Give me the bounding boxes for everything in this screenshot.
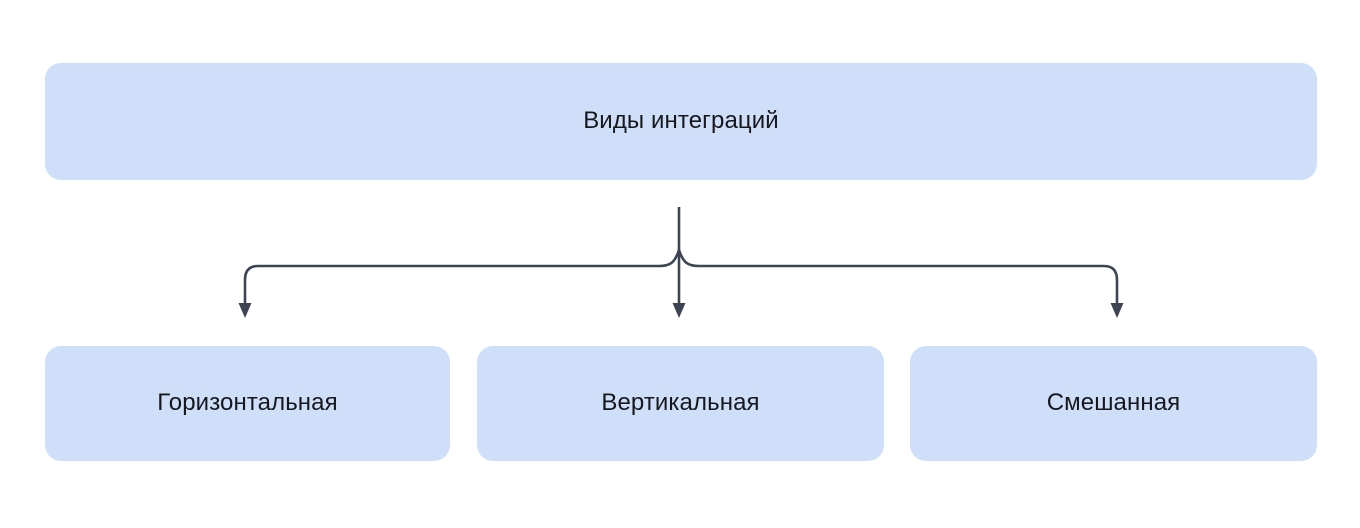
node-child-vertical[interactable]: Вертикальная bbox=[477, 346, 884, 461]
connector-branch-left bbox=[243, 249, 681, 304]
node-child-mixed[interactable]: Смешанная bbox=[910, 346, 1317, 461]
node-root-label: Виды интеграций bbox=[583, 107, 779, 135]
node-child-vertical-label: Вертикальная bbox=[601, 389, 760, 417]
node-child-horizontal[interactable]: Горизонтальная bbox=[45, 346, 450, 461]
node-child-horizontal-label: Горизонтальная bbox=[157, 389, 338, 417]
arrowhead-center bbox=[672, 303, 686, 318]
node-root[interactable]: Виды интеграций bbox=[45, 63, 1317, 180]
arrowhead-right bbox=[1110, 303, 1124, 318]
connector-branch-right bbox=[677, 249, 1119, 304]
arrowhead-left bbox=[238, 303, 252, 318]
node-child-mixed-label: Смешанная bbox=[1046, 389, 1181, 417]
